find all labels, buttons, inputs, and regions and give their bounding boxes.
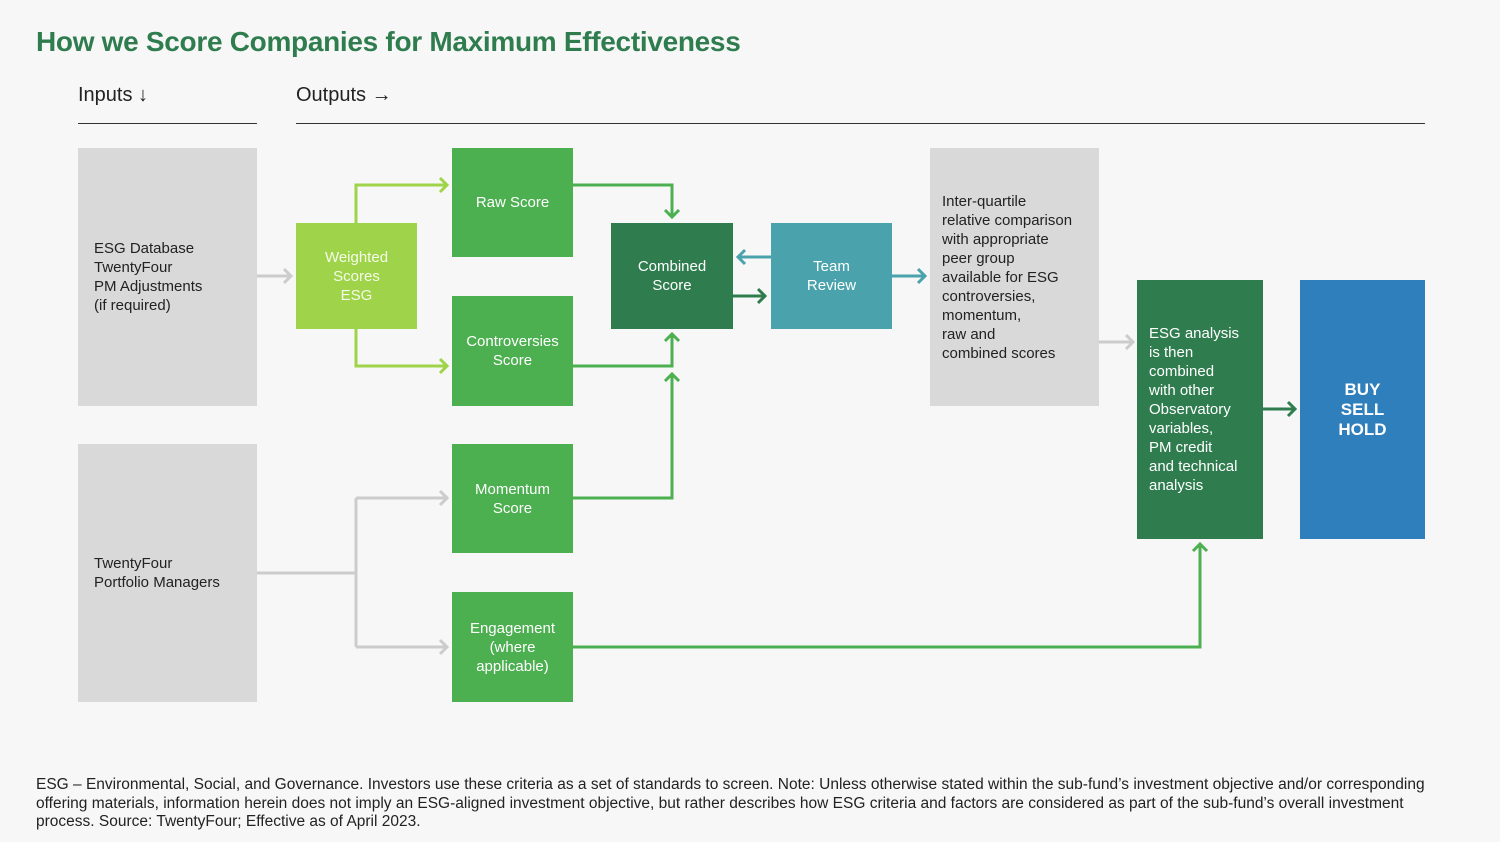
team-review-label: Team Review: [806, 258, 857, 294]
raw-score-box: Raw Score: [452, 148, 573, 257]
portfolio-managers-label: TwentyFour Portfolio Managers: [94, 555, 220, 591]
esg-database-box: ESG Database TwentyFour PM Adjustments (…: [78, 148, 257, 406]
inter-quartile-label: Inter-quartile relative comparison with …: [942, 192, 1073, 362]
buy-sell-hold-label: BUY SELL HOLD: [1338, 379, 1387, 439]
engagement-label: Engagement (where applicable): [469, 619, 556, 675]
arrow-pm-to-split: [257, 496, 446, 649]
team-review-box: Team Review: [771, 223, 892, 329]
inter-quartile-box: Inter-quartile relative comparison with …: [930, 148, 1099, 406]
outputs-divider: [296, 123, 1425, 124]
weighted-scores-label: Weighted Scores ESG: [324, 248, 389, 304]
footnote: ESG – Environmental, Social, and Governa…: [36, 776, 1425, 830]
combined-score-label: Combined Score: [637, 258, 707, 294]
esg-analysis-box: ESG analysis is then combined with other…: [1137, 280, 1263, 539]
controversies-score-box: Controversies Score: [452, 296, 573, 406]
engagement-box: Engagement (where applicable): [452, 592, 573, 702]
controversies-score-label: Controversies Score: [466, 333, 559, 369]
page-title: How we Score Companies for Maximum Effec…: [36, 26, 741, 57]
esg-database-label: ESG Database TwentyFour PM Adjustments (…: [94, 240, 203, 314]
buy-sell-hold-box: BUY SELL HOLD: [1300, 280, 1425, 539]
esg-analysis-label: ESG analysis is then combined with other…: [1149, 325, 1240, 494]
arrow-weighted-to-raw: [354, 183, 446, 223]
inputs-divider: [78, 123, 257, 124]
portfolio-managers-box: TwentyFour Portfolio Managers: [78, 444, 257, 702]
momentum-score-box: Momentum Score: [452, 444, 573, 553]
raw-score-label: Raw Score: [475, 194, 550, 211]
arrow-engagement-to-analysis: [573, 545, 1202, 649]
inputs-header: Inputs ↓: [78, 84, 149, 106]
combined-score-box: Combined Score: [611, 223, 733, 329]
outputs-header: Outputs →: [296, 84, 392, 106]
arrow-momentum-to-combined: [573, 375, 674, 500]
arrow-raw-to-combined: [573, 183, 674, 216]
arrow-controversies-to-combined: [573, 335, 674, 368]
momentum-score-label: Momentum Score: [474, 480, 551, 517]
weighted-scores-box: Weighted Scores ESG: [296, 223, 417, 329]
arrow-weighted-to-controversies: [354, 329, 446, 368]
